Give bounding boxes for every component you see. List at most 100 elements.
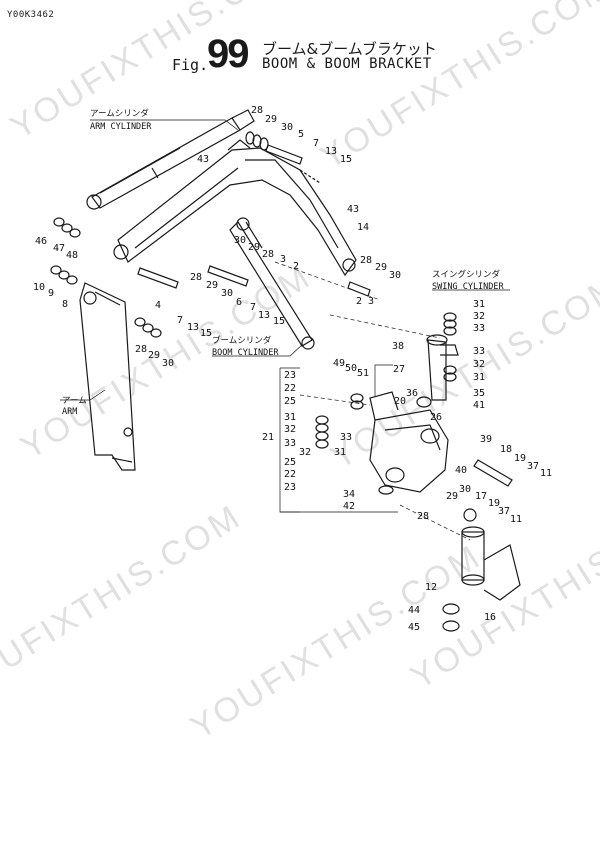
arm-label-jp: アーム	[62, 396, 87, 406]
part-number: 43	[197, 154, 209, 165]
part-number: 12	[425, 582, 437, 593]
arm	[79, 282, 136, 471]
part-number: 28	[135, 344, 147, 355]
part-number: 32	[299, 447, 311, 458]
part-number: 41	[473, 400, 485, 411]
part-number: 43	[347, 204, 359, 215]
part-number: 29	[148, 350, 160, 361]
part-number: 3	[280, 254, 286, 265]
part-number: 25	[284, 396, 296, 407]
title-japanese: ブーム&ブームブラケット	[262, 40, 437, 58]
part-number-callouts: 28 29 30 5 7 13 15 43 43 14 46 47 48 10 …	[33, 105, 552, 633]
boom-cylinder	[229, 217, 315, 350]
part-number: 33	[473, 346, 485, 357]
part-number: 22	[284, 383, 296, 394]
part-number: 45	[408, 622, 420, 633]
part-number: 13	[325, 146, 337, 157]
part-number: 11	[510, 514, 522, 525]
arm-label-en: ARM	[62, 407, 77, 417]
part-number: 23	[284, 482, 296, 493]
callout-labels: アームシリンダ ARM CYLINDER スイングシリンダ SWING CYLI…	[62, 108, 505, 417]
part-number: 29	[248, 242, 260, 253]
part-number: 28	[360, 255, 372, 266]
part-number: 33	[473, 323, 485, 334]
part-number: 7	[177, 315, 183, 326]
part-number: 9	[48, 288, 54, 299]
part-number: 7	[250, 302, 256, 313]
part-number: 32	[284, 424, 296, 435]
part-number: 33	[340, 432, 352, 443]
swing-cylinder-label-en: SWING CYLINDER	[432, 282, 505, 292]
watermark-text: YOUFIXTHIS.COM	[314, 0, 600, 177]
part-number: 16	[484, 612, 496, 623]
part-number: 37	[527, 461, 539, 472]
part-number: 2	[293, 261, 299, 272]
part-number: 8	[62, 299, 68, 310]
part-number: 36	[406, 388, 418, 399]
part-number: 17	[475, 491, 487, 502]
part-number: 35	[473, 388, 485, 399]
part-number: 44	[408, 605, 420, 616]
figure-number: 99	[207, 32, 249, 76]
figure-prefix: Fig.	[172, 56, 209, 74]
part-number: 29	[265, 114, 277, 125]
part-number: 42	[343, 501, 355, 512]
part-number: 26	[430, 412, 442, 423]
part-number: 6	[236, 297, 242, 308]
part-number: 13	[187, 322, 199, 333]
watermark-text: YOUFIXTHIS.COM	[0, 497, 248, 707]
part-number: 2	[356, 296, 362, 307]
swing-cylinder	[426, 334, 459, 401]
part-number: 38	[392, 341, 404, 352]
part-number: 20	[394, 396, 406, 407]
boom-cylinder-label-en: BOOM CYLINDER	[212, 348, 279, 358]
boom	[113, 139, 357, 277]
part-number: 50	[345, 363, 357, 374]
part-number: 37	[498, 506, 510, 517]
part-number: 28	[190, 272, 202, 283]
part-number: 13	[258, 310, 270, 321]
part-number: 48	[66, 250, 78, 261]
part-number: 30	[389, 270, 401, 281]
part-number: 4	[155, 300, 161, 311]
part-number: 18	[500, 444, 512, 455]
title-english: BOOM & BOOM BRACKET	[262, 56, 432, 72]
arm-cylinder	[86, 109, 255, 210]
part-number: 28	[251, 105, 263, 116]
document-code: Y00K3462	[7, 10, 55, 20]
part-number: 14	[357, 222, 369, 233]
part-number: 47	[53, 243, 65, 254]
part-number: 40	[455, 465, 467, 476]
part-number: 30	[221, 288, 233, 299]
part-number: 15	[200, 328, 212, 339]
boom-cylinder-label-jp: ブームシリンダ	[212, 335, 272, 346]
part-number: 25	[284, 457, 296, 468]
part-number: 28	[417, 511, 429, 522]
part-number: 19	[488, 498, 500, 509]
part-number: 33	[284, 438, 296, 449]
part-number: 30	[281, 122, 293, 133]
part-number: 21	[262, 432, 274, 443]
part-number: 28	[262, 249, 274, 260]
part-number: 19	[514, 453, 526, 464]
arm-cylinder-label-jp: アームシリンダ	[90, 108, 149, 119]
part-number: 34	[343, 489, 355, 500]
part-number: 10	[33, 282, 45, 293]
part-number: 15	[340, 154, 352, 165]
part-number: 29	[446, 491, 458, 502]
arm-cylinder-label-en: ARM CYLINDER	[90, 122, 152, 132]
part-number: 51	[357, 368, 369, 379]
part-number: 29	[206, 280, 218, 291]
part-number: 3	[368, 296, 374, 307]
leader-lines	[60, 119, 510, 541]
part-number: 32	[473, 359, 485, 370]
part-number: 39	[480, 434, 492, 445]
part-number: 30	[234, 235, 246, 246]
boom-pivot	[461, 508, 521, 601]
swing-cylinder-label-jp: スイングシリンダ	[432, 269, 501, 280]
part-number: 22	[284, 469, 296, 480]
part-number: 23	[284, 370, 296, 381]
part-number: 31	[334, 447, 346, 458]
